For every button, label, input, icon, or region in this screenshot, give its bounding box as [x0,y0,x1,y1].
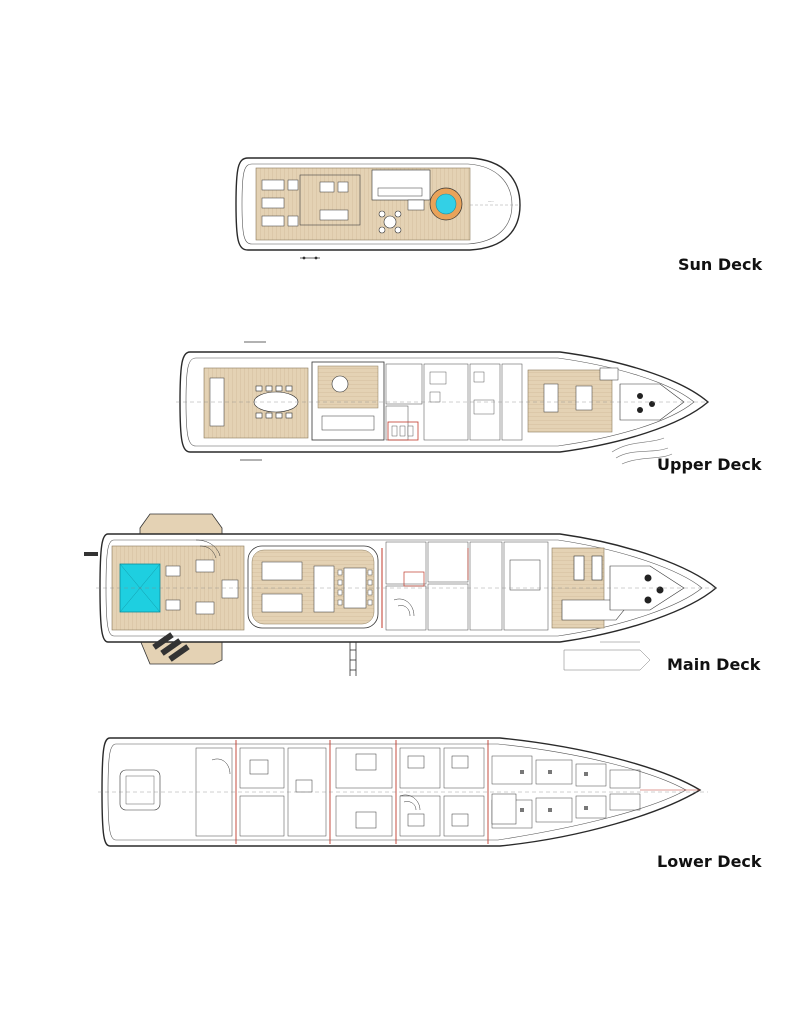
main-tender [561,555,625,621]
jacuzzi [429,187,463,221]
main-gangway [349,642,357,676]
main-tender-sketch [563,641,651,671]
sun-deck-table-icon [378,210,402,234]
sun-deck-label: Sun Deck [678,255,763,274]
main-deck-plan [84,513,718,676]
main-stair-aft [195,539,221,559]
upper-fore-teak [527,369,613,433]
sun-deck-plan: ····· [235,157,521,260]
lower-berths [249,753,517,829]
main-deck-loungers [152,632,190,662]
upper-tender-sketch [611,437,673,465]
main-deck-label: Main Deck [667,655,761,674]
upper-bulkhead-red [387,421,419,441]
lower-deck-plan [98,737,708,847]
svg-text:·····: ····· [488,200,494,204]
upper-deck-label: Upper Deck [657,455,762,474]
sun-loungers [261,179,299,227]
upper-deck-plan [176,341,710,465]
lower-deck-label: Lower Deck [657,852,762,871]
